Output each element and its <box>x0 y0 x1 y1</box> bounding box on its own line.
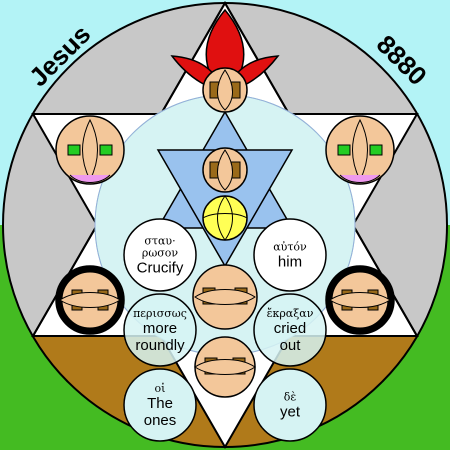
english-word: roundly <box>135 337 185 354</box>
face-medallion-upper-right <box>325 115 395 185</box>
face-medallion-lower-right <box>325 265 395 335</box>
english-word: The <box>147 395 173 412</box>
english-word: out <box>280 337 302 354</box>
sun-circle <box>202 195 248 241</box>
greek-word: περισσως <box>133 307 187 320</box>
greek-word: οἱ <box>155 382 166 395</box>
english-word: him <box>278 254 302 271</box>
word-bubble-circle <box>123 218 197 292</box>
english-word: Crucify <box>137 260 184 277</box>
greek-word: αὐτόν <box>273 241 307 254</box>
face-medallion-top <box>202 67 248 113</box>
english-word: ones <box>144 412 177 429</box>
face-medallion-lower-left <box>55 265 125 335</box>
face-medallion-center <box>192 264 258 330</box>
greek-word: ἔκραξαν <box>267 307 314 320</box>
greek-word: ρωσον <box>142 247 179 260</box>
face-medallion-upper-left <box>55 115 125 185</box>
word-bubble-circle <box>253 293 327 367</box>
greek-word: σταυ· <box>144 235 175 248</box>
word-bubble-circle <box>123 293 197 367</box>
greek-word: δὲ <box>284 391 297 404</box>
face-medallion-star-center <box>202 147 248 193</box>
word-bubble-circle <box>123 368 197 442</box>
english-word: cried <box>274 320 307 337</box>
english-word: yet <box>280 404 301 421</box>
english-word: more <box>143 320 177 337</box>
face-medallion-bottom <box>194 336 256 398</box>
word-bubble-circle <box>253 368 327 442</box>
word-bubble-circle <box>253 218 327 292</box>
